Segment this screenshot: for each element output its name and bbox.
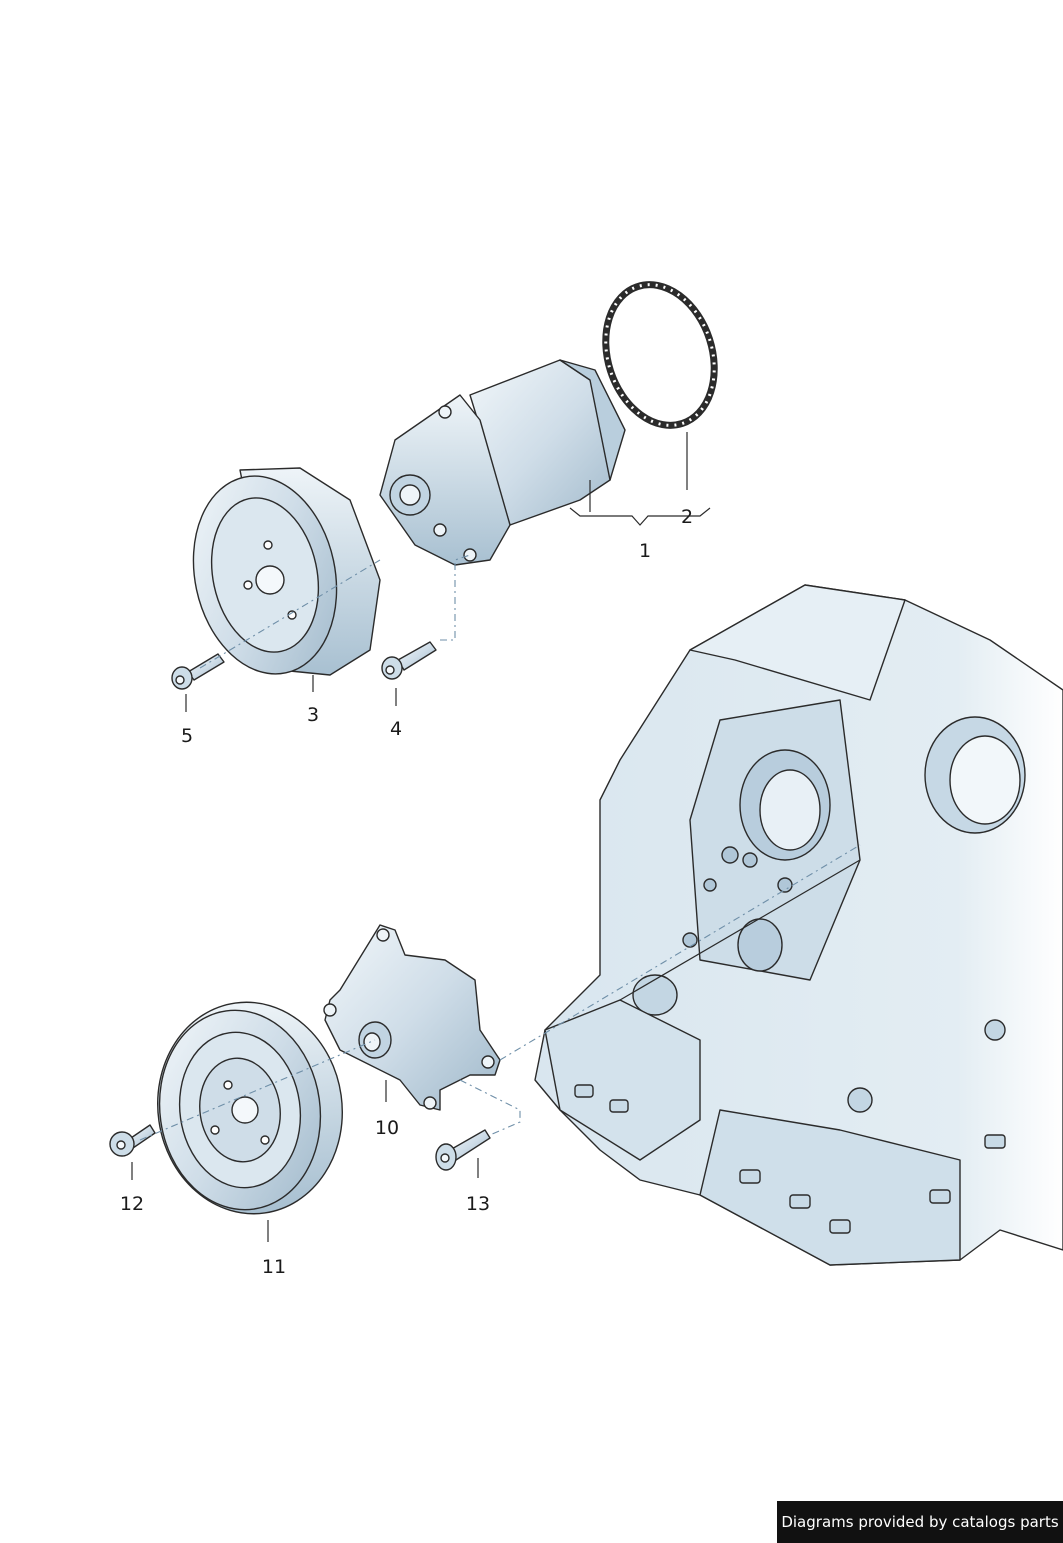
callout-2: 2 [681,506,693,528]
callout-12: 12 [120,1193,144,1215]
bolt-upper-4 [381,641,437,680]
gasket-ring [602,281,718,429]
engine-block-illustration [534,584,1063,1266]
credit-banner: Diagrams provided by catalogs parts [777,1501,1063,1543]
callout-11: 11 [262,1256,286,1278]
pulley-upper [192,467,381,676]
water-pump-lower [323,924,501,1111]
callout-5: 5 [181,725,193,747]
bolt-lower-12 [109,1124,156,1157]
bolt-lower-13 [435,1129,491,1171]
callout-13: 13 [466,1193,490,1215]
leader-lines [131,432,711,1242]
callout-labels: 1 2 3 4 5 10 11 12 13 [120,506,693,1278]
callout-10: 10 [375,1117,399,1139]
callout-4: 4 [390,718,402,740]
pulley-lower [157,1001,343,1215]
callout-3: 3 [307,704,319,726]
water-pump-upper [379,359,626,566]
bolt-upper-5 [171,653,225,690]
callout-1: 1 [639,540,651,562]
